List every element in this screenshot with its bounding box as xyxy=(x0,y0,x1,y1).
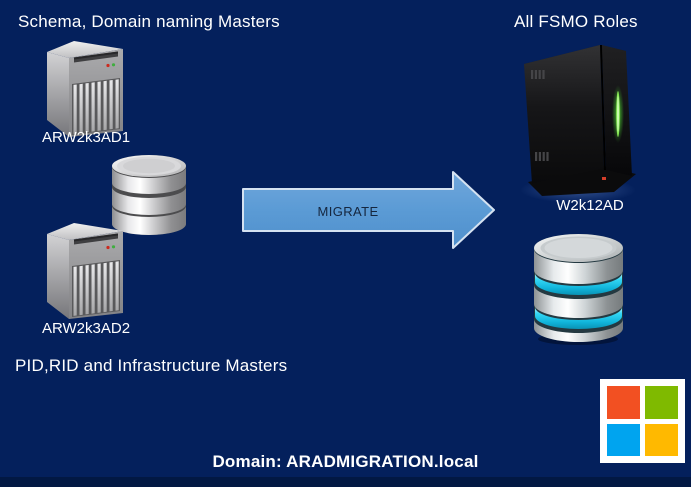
ms-square-red xyxy=(607,386,640,419)
right-group-title: All FSMO Roles xyxy=(514,12,638,31)
bottom-strip xyxy=(0,477,691,487)
server3-label: W2k12AD xyxy=(556,197,624,214)
server1-label: ARW2k3AD1 xyxy=(41,129,131,146)
domain-caption: Domain: ARADMIGRATION.local xyxy=(212,452,479,471)
migrate-arrow: MIGRATE xyxy=(241,170,497,250)
server-tower-icon xyxy=(46,220,124,322)
server-icon-black-tower xyxy=(516,40,642,206)
database-icon-silver xyxy=(111,154,187,236)
migrate-arrow-label: MIGRATE xyxy=(317,203,379,219)
ms-square-blue xyxy=(607,423,640,456)
left-group-title: Schema, Domain naming Masters xyxy=(18,12,280,31)
server2-label: ARW2k3AD2 xyxy=(41,320,131,337)
ms-square-green xyxy=(645,386,678,419)
ms-square-yellow xyxy=(645,423,678,456)
database-icon-blue xyxy=(532,232,625,346)
left-group-subtitle: PID,RID and Infrastructure Masters xyxy=(15,356,288,375)
server-tower-icon xyxy=(46,38,124,140)
microsoft-logo xyxy=(600,379,685,463)
